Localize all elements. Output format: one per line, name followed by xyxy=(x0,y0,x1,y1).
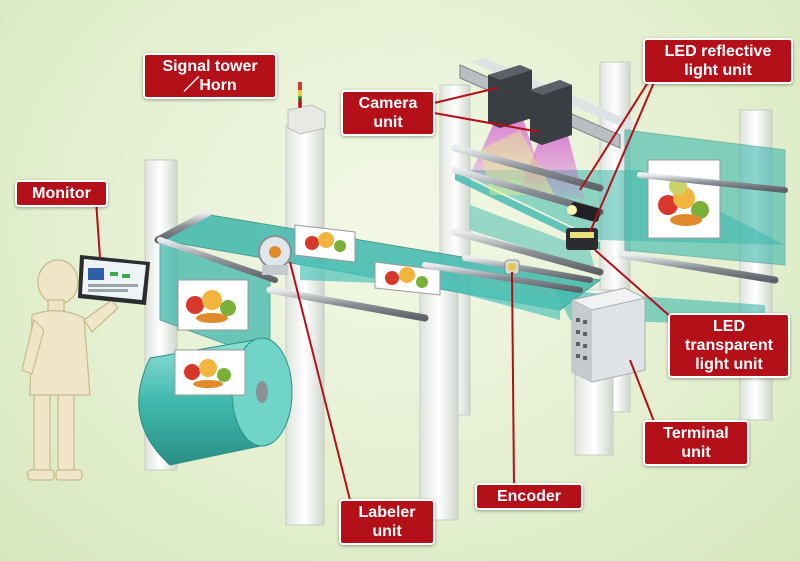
fruit-print-image xyxy=(184,359,231,388)
callout-monitor: Monitor xyxy=(15,180,108,207)
callout-text: unit xyxy=(681,444,711,461)
fruit-print-image xyxy=(305,232,346,252)
callout-terminal-unit: Terminal unit xyxy=(643,420,749,466)
encoder-icon xyxy=(504,259,520,275)
callout-text: LED reflective xyxy=(664,43,772,60)
callout-signal-tower: Signal tower ／Horn xyxy=(143,53,277,99)
callout-text: Monitor xyxy=(32,185,91,202)
callout-text: ／Horn xyxy=(183,77,237,94)
callout-text: Encoder xyxy=(496,488,561,505)
callout-text: LED xyxy=(713,318,745,335)
callout-text: Camera xyxy=(358,95,418,112)
callout-text: unit xyxy=(373,114,403,131)
callout-text: Labeler xyxy=(358,504,416,521)
callout-leader-lines xyxy=(95,75,673,501)
callout-text: light unit xyxy=(695,356,763,373)
fruit-print-image xyxy=(658,177,709,226)
monitor-icon xyxy=(78,255,150,305)
callout-camera-unit: Camera unit xyxy=(341,90,435,136)
signal-tower-icon xyxy=(287,82,326,135)
terminal-box-icon xyxy=(570,287,647,383)
operator-figure xyxy=(21,259,119,481)
front-rollers xyxy=(154,209,593,322)
fruit-print-image xyxy=(186,290,236,323)
callout-text: Terminal xyxy=(663,425,729,442)
callout-text: transparent xyxy=(684,337,774,354)
callout-text: Signal tower xyxy=(162,58,258,75)
film-roll xyxy=(138,337,293,466)
callout-encoder: Encoder xyxy=(475,483,583,510)
fruit-print-image xyxy=(385,267,428,288)
labeler-icon xyxy=(258,235,292,275)
callout-text: light unit xyxy=(684,62,752,79)
callout-labeler-unit: Labeler unit xyxy=(339,499,435,545)
camera-icon xyxy=(488,65,572,145)
callout-led-transparent-light-unit: LED transparent light unit xyxy=(668,313,790,378)
led-light-units xyxy=(566,202,601,250)
callout-text: unit xyxy=(372,523,402,540)
callout-led-reflective-light-unit: LED reflective light unit xyxy=(643,38,793,84)
